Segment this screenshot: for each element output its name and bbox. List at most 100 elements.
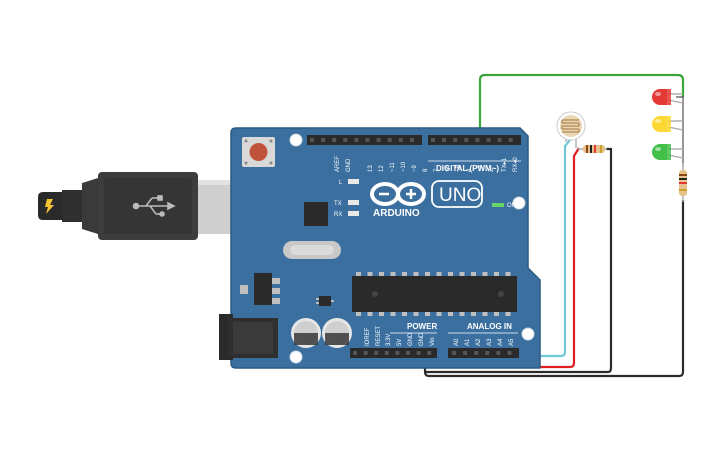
status-led [348,200,359,205]
header-pin-hole[interactable] [387,138,392,142]
usb-b-cable-icon[interactable] [38,172,256,240]
header-pin-hole[interactable] [354,138,359,142]
header-pin-hole[interactable] [416,351,421,355]
uno-badge: UNO [431,180,483,208]
power-header[interactable] [350,348,519,358]
analog-pin-label: A2 [476,338,482,346]
power-pin-label: 3.3V [386,334,392,346]
mounting-hole [289,133,303,147]
header-pin-hole[interactable] [321,138,326,142]
header-pin-hole[interactable] [452,351,456,355]
power-pin-label: IOREF [365,327,371,346]
dc-barrel-jack-icon[interactable] [219,314,278,360]
header-pin-hole[interactable] [363,351,368,355]
led-yellow[interactable] [652,116,684,132]
header-pin-hole[interactable] [442,138,447,142]
header-pin-hole[interactable] [365,138,370,142]
status-led-label: RX [334,212,342,218]
digital-pin-label: AREF [335,156,341,172]
wire-green[interactable] [478,73,685,141]
header-pin-hole[interactable] [431,138,435,142]
arduino-logo-icon [370,182,426,206]
reset-button[interactable] [242,137,275,167]
analog-pin-label: A4 [498,338,504,346]
led-green[interactable] [652,144,684,160]
header-pin-hole[interactable] [353,351,357,355]
digital-pin-label: ~3 [478,164,484,172]
digital-pin-label: GND [346,158,352,172]
header-pin-hole[interactable] [398,138,403,142]
photoresistor-icon[interactable] [556,111,586,148]
header-pin-hole[interactable] [508,138,513,142]
digital-pin-label: 4 [467,168,473,172]
power-pin-label: Vin [430,337,436,346]
header-pin-hole[interactable] [474,351,479,355]
header-pin-hole[interactable] [486,138,491,142]
digital-pin-label: RX◂0 [513,157,519,172]
header-pin-hole[interactable] [463,351,468,355]
led-red[interactable] [652,89,684,105]
header-pin-hole[interactable] [485,351,490,355]
header-pin-hole[interactable] [496,351,501,355]
usb-symbol-icon [132,195,176,217]
header-pin-hole[interactable] [497,138,502,142]
digital-pin-label: ~9 [412,164,418,172]
header-pin-hole[interactable] [427,351,432,355]
header-pin-hole[interactable] [464,138,469,142]
crystal-oscillator [283,241,341,259]
digital-pin-label: ~5 [456,164,462,172]
resistor-horizontal[interactable] [578,145,607,153]
status-led [348,211,359,216]
status-led-label: L [339,180,343,186]
status-led-label: TX [334,201,342,207]
status-leds: L TX RX [334,179,359,218]
header-pin-hole[interactable] [332,138,337,142]
digital-pin-label: 13 [368,165,374,172]
analog-header-label: ANALOG IN [467,322,512,331]
header-pin-hole[interactable] [376,138,381,142]
power-pin-label: GND [408,332,414,346]
wire-black-ldr[interactable] [425,147,613,374]
header-pin-hole[interactable] [409,138,414,142]
digital-pin-label: TX▸1 [502,157,508,172]
svg-text:UNO: UNO [439,185,481,206]
digital-pin-label: 7 [434,168,440,172]
atmega-chip [352,272,517,316]
resistor-vertical[interactable] [679,163,687,202]
header-pin-hole[interactable] [406,351,410,355]
header-pin-hole[interactable] [343,138,348,142]
capacitor [322,318,352,348]
mounting-hole [512,196,526,210]
mounting-hole [521,327,535,341]
header-pin-hole[interactable] [507,351,512,355]
digital-header-label: DIGITAL (PWM~) [436,164,499,173]
power-led [492,203,504,207]
header-pin-hole[interactable] [310,138,314,142]
digital-pin-label: ~11 [390,162,396,172]
digital-pin-label: ~10 [401,161,407,172]
header-pin-hole[interactable] [395,351,400,355]
capacitor [291,318,321,348]
analog-pin-label: A1 [465,338,471,346]
led-stack [652,89,684,160]
brand-label: ARDUINO [373,208,420,219]
voltage-regulator [240,273,280,305]
digital-pin-label: ~6 [445,164,451,172]
header-pin-hole[interactable] [453,138,458,142]
small-transistor [316,296,334,306]
digital-pin-label: 8 [423,168,429,172]
wire-black[interactable] [423,200,685,378]
header-pin-hole[interactable] [475,138,480,142]
digital-header[interactable] [307,135,521,145]
power-pin-label: 5V [397,339,403,346]
header-pin-hole[interactable] [374,351,379,355]
on-label: ON [507,203,516,209]
lightning-icon [45,199,54,214]
header-pin-hole[interactable] [384,351,389,355]
analog-pin-label: A3 [487,338,493,346]
